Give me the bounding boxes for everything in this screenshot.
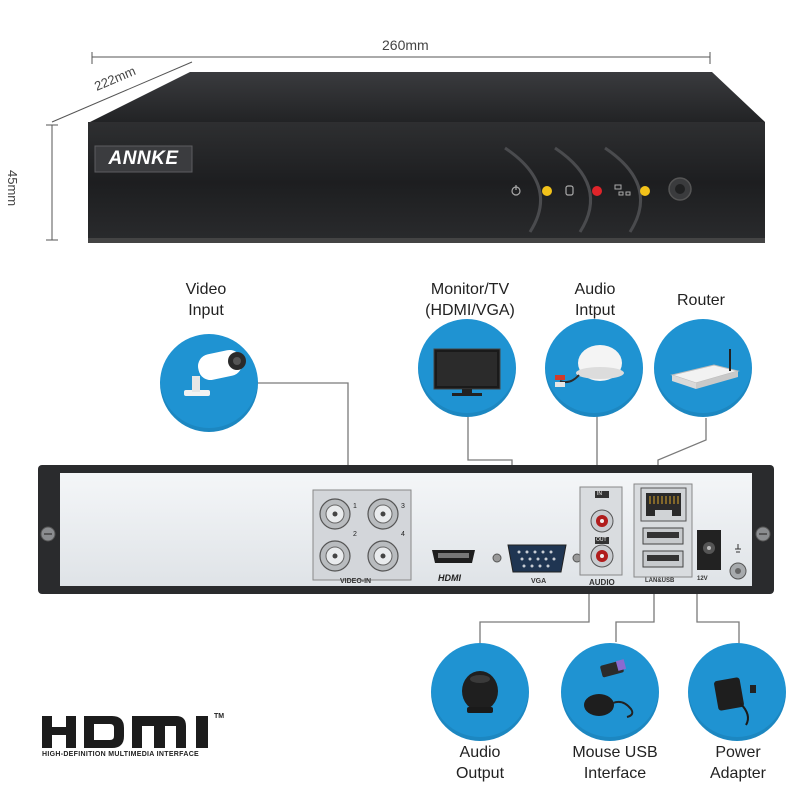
label-audio-in: IN [597, 491, 602, 497]
monitor-circle [418, 319, 516, 417]
dvr-rear [38, 465, 774, 594]
adapter-circle [688, 643, 786, 741]
power-adapter-icon [714, 677, 756, 726]
bullet-camera-icon [184, 349, 246, 396]
dimension-width: 260mm [382, 37, 429, 53]
label-mouse-usb: Mouse USB Interface [565, 742, 665, 784]
label-audio-out: OUT [596, 537, 607, 543]
hdmi-trademark: TM [214, 713, 225, 720]
power-led [542, 186, 552, 196]
label-power-adapter-line2: Adapter [709, 765, 767, 782]
label-video-in: VIDEO-IN [340, 578, 372, 585]
microphone-icon [555, 345, 624, 387]
channel-label-1: 1 [353, 503, 357, 510]
dimension-height: 45mm [5, 170, 20, 207]
label-audio-output-line2: Output [455, 765, 505, 782]
hdmi-logo [42, 716, 208, 748]
label-router: Router [676, 292, 726, 309]
channel-label-3: 3 [401, 503, 405, 510]
speaker-circle [431, 643, 529, 741]
hdmi-subtitle: HIGH-DEFINITION MULTIMEDIA INTERFACE [42, 751, 200, 758]
label-power-adapter-line1: Power [715, 744, 761, 761]
label-monitor-line2: (HDMI/VGA) [425, 302, 515, 319]
mouse-icon [584, 659, 634, 718]
hdd-led [592, 186, 602, 196]
speaker-icon [462, 671, 498, 713]
label-audio-input-line1: Audio [574, 281, 616, 298]
dimension-lines [46, 52, 711, 241]
label-video-input-line2: Input [188, 302, 224, 319]
label-power-adapter: Power Adapter [701, 742, 775, 784]
camera-circle [160, 334, 258, 432]
brand-logo: ANNKE [108, 148, 179, 169]
monitor-icon [433, 348, 501, 396]
label-audio-input: Audio Intput [560, 279, 630, 321]
label-audio-output-line1: Audio [459, 744, 501, 761]
label-mouse-usb-line2: Interface [583, 765, 647, 782]
label-lan-usb: LAN&USB [645, 578, 675, 584]
label-monitor-line1: Monitor/TV [430, 281, 510, 298]
label-audio-input-line2: Intput [574, 302, 616, 319]
label-video-input-line1: Video [185, 281, 227, 298]
bnc-connectors [319, 498, 399, 572]
router-circle [654, 319, 752, 417]
label-audio: AUDIO [589, 578, 615, 587]
dvr-front [88, 72, 765, 243]
channel-label-2: 2 [353, 531, 357, 538]
channel-label-4: 4 [401, 531, 405, 538]
label-monitor: Monitor/TV (HDMI/VGA) [410, 279, 530, 321]
router-icon [670, 349, 740, 389]
label-mouse-usb-line1: Mouse USB [572, 744, 658, 761]
label-hdmi-port: HDMI [438, 573, 461, 583]
label-power: 12V [697, 576, 708, 582]
microphone-circle [545, 319, 643, 417]
label-video-input: Video Input [176, 279, 236, 321]
mouse-circle [561, 643, 659, 741]
label-audio-output: Audio Output [450, 742, 510, 784]
label-vga: VGA [531, 578, 547, 585]
network-led [640, 186, 650, 196]
